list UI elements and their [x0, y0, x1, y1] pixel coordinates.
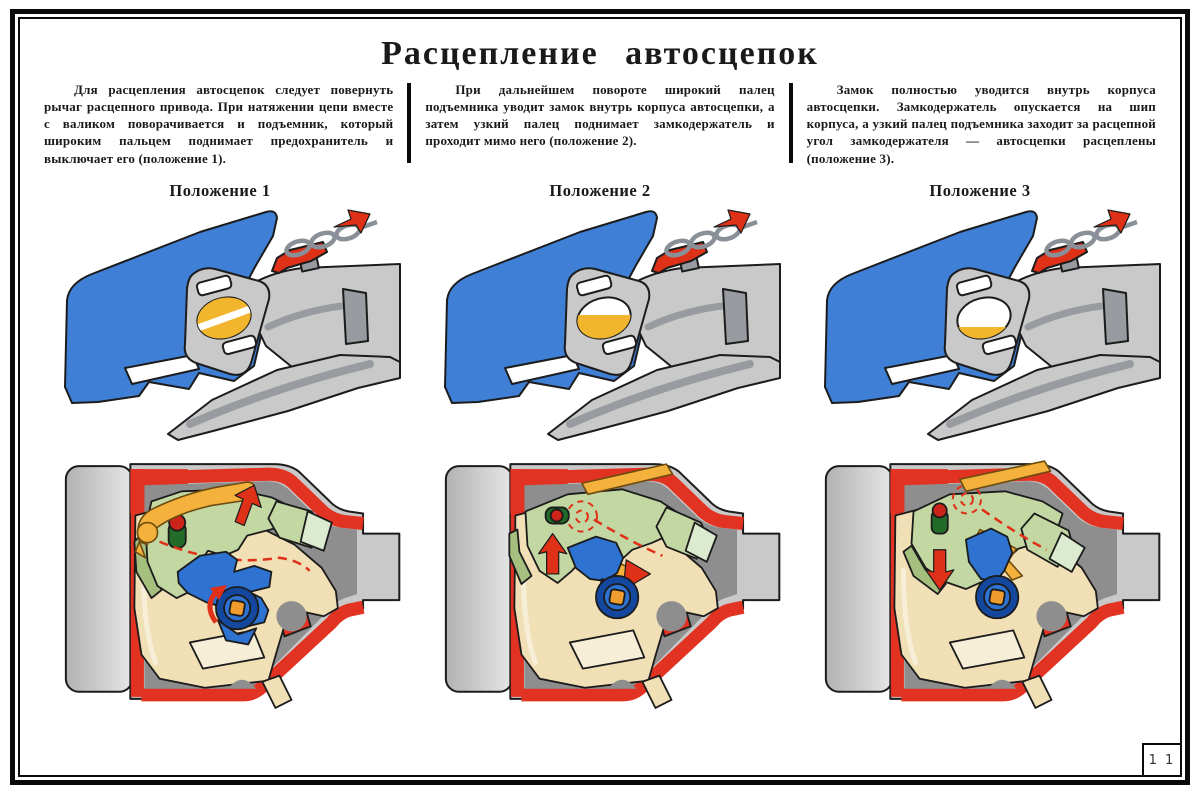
text-column-3: Замок полностью уводится внутрь корпуса … — [793, 81, 1170, 167]
coupler-side-view-2 — [444, 209, 781, 441]
diagram-top-position-2 — [410, 205, 790, 445]
shaft — [988, 588, 1006, 606]
coupler-section-1 — [64, 462, 401, 709]
paragraph-position-1: Для расцепления автосцепок следует повер… — [44, 82, 394, 166]
intro-text-row: Для расцепления автосцепок следует повер… — [30, 81, 1170, 167]
release-lever — [1031, 240, 1088, 274]
lift-arrow-icon — [537, 532, 568, 575]
diagram-top-position-1 — [30, 205, 410, 445]
coupler-section-3 — [824, 460, 1161, 709]
pull-direction-arrow-icon — [1093, 209, 1131, 234]
pull-direction-arrow-icon — [713, 209, 751, 234]
lift-arrow-icon — [234, 484, 262, 526]
shaft — [608, 588, 626, 606]
page-number: 1 1 — [1148, 752, 1176, 768]
lifter — [964, 527, 1014, 582]
text-column-1: Для расцепления автосцепок следует повер… — [30, 81, 407, 167]
pull-direction-arrow-icon — [333, 209, 371, 234]
shaft — [228, 599, 246, 617]
page-number-box: 1 1 — [1142, 743, 1180, 775]
release-lever — [651, 240, 708, 274]
column-divider — [407, 83, 412, 163]
inner-frame: Расцепление автосцепок Для расцепления а… — [18, 17, 1182, 777]
paragraph-position-2: При дальнейшем повороте широкий палец по… — [425, 82, 775, 149]
column-divider — [788, 83, 793, 163]
safety-catch — [959, 460, 1052, 492]
paragraph-position-3: Замок полностью уводится внутрь корпуса … — [806, 82, 1156, 166]
coupler-side-view-row — [30, 205, 1170, 445]
outer-frame: Расцепление автосцепок Для расцепления а… — [10, 9, 1190, 785]
drop-arrow-icon — [924, 548, 955, 591]
text-column-2: При дальнейшем повороте широкий палец по… — [411, 81, 788, 167]
label-position-2: Положение 2 — [549, 180, 651, 200]
safety-catch — [581, 463, 674, 495]
position-labels-row: Положение 1 Положение 2 Положение 3 — [30, 181, 1170, 201]
coupler-section-2 — [444, 462, 781, 709]
label-position-3: Положение 3 — [929, 180, 1031, 200]
rotate-arrow-icon — [209, 584, 228, 600]
page-title: Расцепление автосцепок — [381, 35, 819, 72]
diagram-top-position-3 — [790, 205, 1170, 445]
diagram-bottom-position-2 — [410, 449, 790, 721]
coupler-side-view-3 — [824, 209, 1161, 441]
lifter — [566, 535, 625, 582]
label-position-1: Положение 1 — [169, 180, 271, 200]
diagram-bottom-position-3 — [790, 449, 1170, 721]
diagram-bottom-position-1 — [30, 449, 410, 721]
release-lever — [271, 240, 328, 274]
coupler-side-view-1 — [64, 209, 401, 441]
coupler-section-row — [30, 449, 1170, 721]
